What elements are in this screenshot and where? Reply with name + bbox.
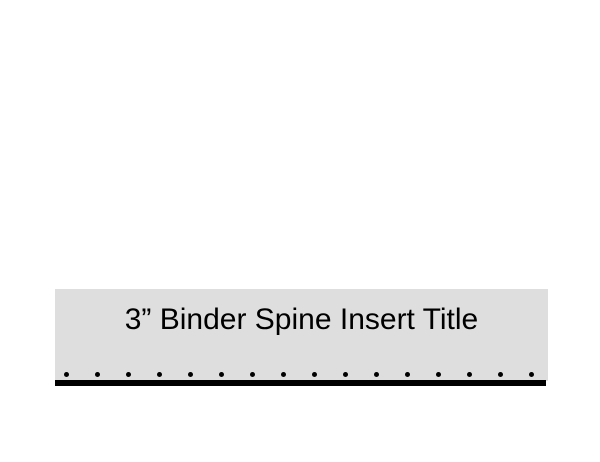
punch-dot	[94, 372, 100, 377]
binder-spine-insert[interactable]: 3” Binder Spine Insert Title	[55, 289, 548, 381]
punch-dot	[404, 372, 410, 377]
punch-dot	[187, 372, 193, 377]
punch-dot	[218, 372, 224, 377]
punch-dot	[280, 372, 286, 377]
punch-dot	[497, 372, 503, 377]
punch-dot	[435, 372, 441, 377]
punch-dot	[156, 372, 162, 377]
punch-dot	[249, 372, 255, 377]
punch-dot	[311, 372, 317, 377]
punch-dot	[63, 372, 69, 377]
spine-base-bar	[55, 380, 546, 386]
punch-dot	[342, 372, 348, 377]
punch-dot	[125, 372, 131, 377]
spine-insert-title[interactable]: 3” Binder Spine Insert Title	[124, 303, 479, 336]
punch-dot	[528, 372, 534, 377]
punch-dot	[466, 372, 472, 377]
punch-dot	[373, 372, 379, 377]
punch-dot-row	[55, 372, 548, 381]
